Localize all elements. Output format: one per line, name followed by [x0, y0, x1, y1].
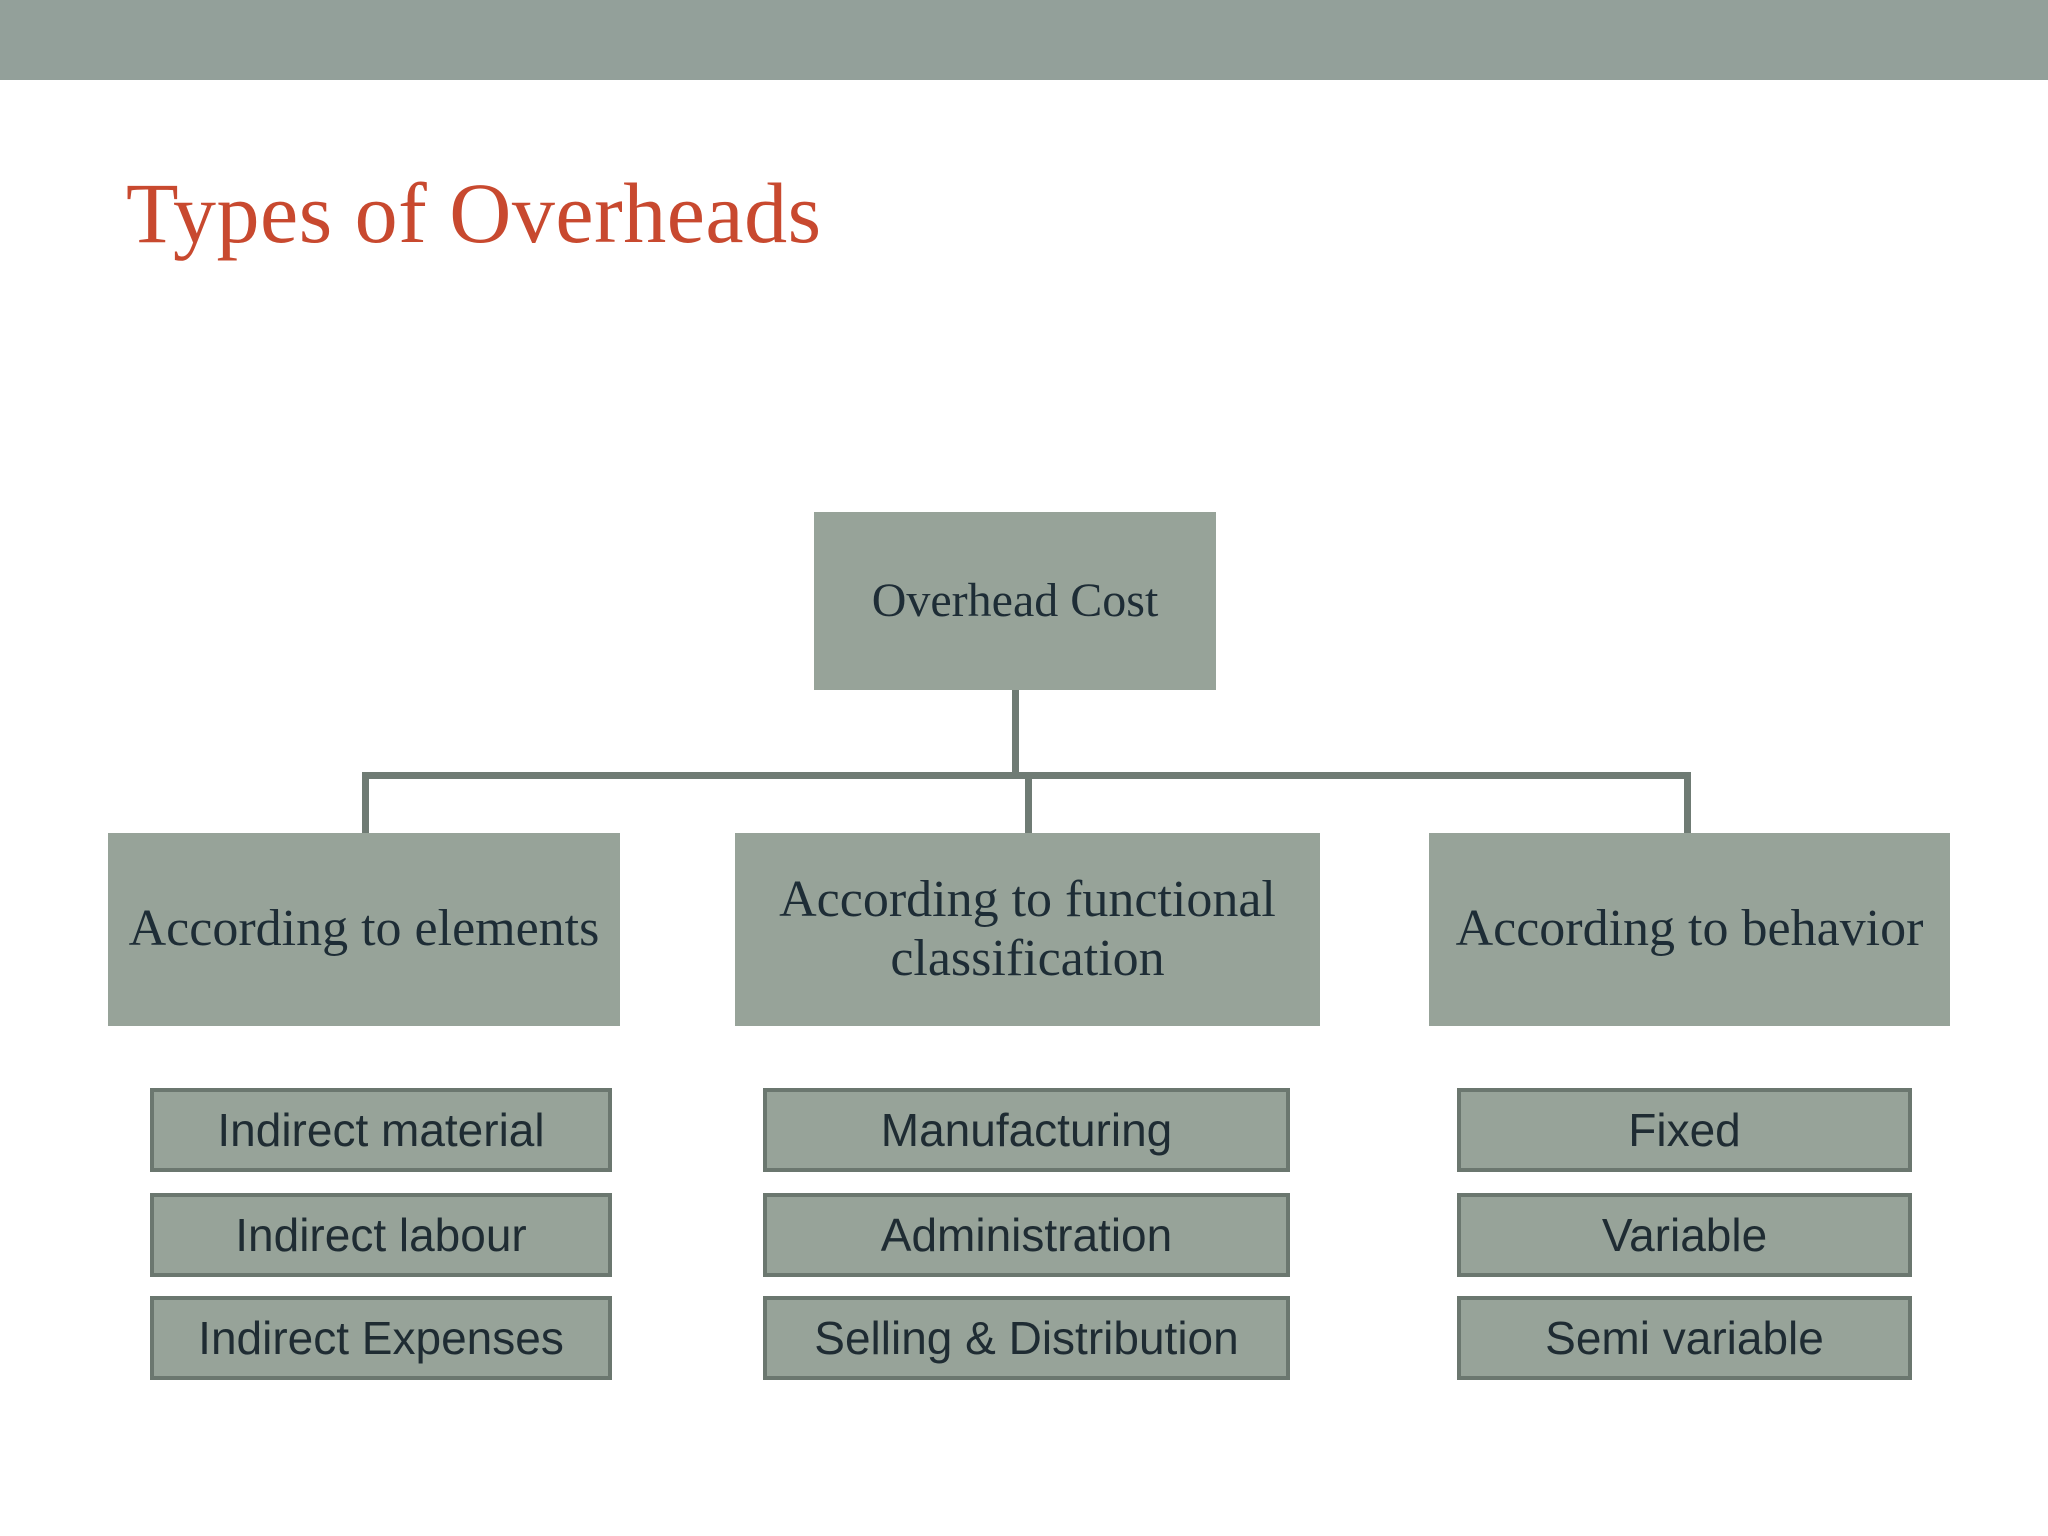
connector-drop-branch-2 — [1025, 772, 1032, 835]
node-leaf-semi-variable[interactable]: Semi variable — [1457, 1296, 1912, 1380]
node-leaf-label: Indirect Expenses — [198, 1311, 564, 1364]
node-leaf-indirect-expenses[interactable]: Indirect Expenses — [150, 1296, 612, 1380]
node-leaf-fixed[interactable]: Fixed — [1457, 1088, 1912, 1172]
connector-drop-branch-3 — [1684, 772, 1691, 835]
node-leaf-label: Administration — [880, 1208, 1173, 1261]
node-leaf-label: Fixed — [1628, 1103, 1741, 1156]
node-leaf-indirect-labour[interactable]: Indirect labour — [150, 1193, 612, 1277]
node-branch-label: According to functional classification — [779, 870, 1276, 987]
node-leaf-label: Indirect material — [217, 1103, 545, 1156]
top-banner-decoration — [0, 0, 2048, 80]
node-leaf-indirect-material[interactable]: Indirect material — [150, 1088, 612, 1172]
node-leaf-label: Manufacturing — [880, 1103, 1173, 1156]
connector-drop-branch-1 — [362, 772, 369, 835]
node-leaf-label: Indirect labour — [235, 1208, 527, 1261]
node-leaf-selling-and-distribution[interactable]: Selling & Distribution — [763, 1296, 1290, 1380]
node-branch-according-to-functional-classification[interactable]: According to functional classification — [735, 833, 1320, 1026]
node-root-overhead-cost[interactable]: Overhead Cost — [814, 512, 1216, 690]
node-leaf-administration[interactable]: Administration — [763, 1193, 1290, 1277]
connector-root-stem — [1012, 690, 1019, 778]
node-leaf-label: Semi variable — [1545, 1311, 1824, 1364]
node-branch-label: According to elements — [128, 900, 600, 958]
node-root-label: Overhead Cost — [871, 574, 1159, 628]
node-leaf-label: Variable — [1601, 1208, 1768, 1261]
node-leaf-manufacturing[interactable]: Manufacturing — [763, 1088, 1290, 1172]
node-leaf-variable[interactable]: Variable — [1457, 1193, 1912, 1277]
page-title: Types of Overheads — [126, 165, 822, 261]
node-leaf-label: Selling & Distribution — [814, 1311, 1239, 1364]
node-branch-according-to-elements[interactable]: According to elements — [108, 833, 620, 1026]
node-branch-label: According to behavior — [1455, 900, 1924, 958]
node-branch-according-to-behavior[interactable]: According to behavior — [1429, 833, 1950, 1026]
